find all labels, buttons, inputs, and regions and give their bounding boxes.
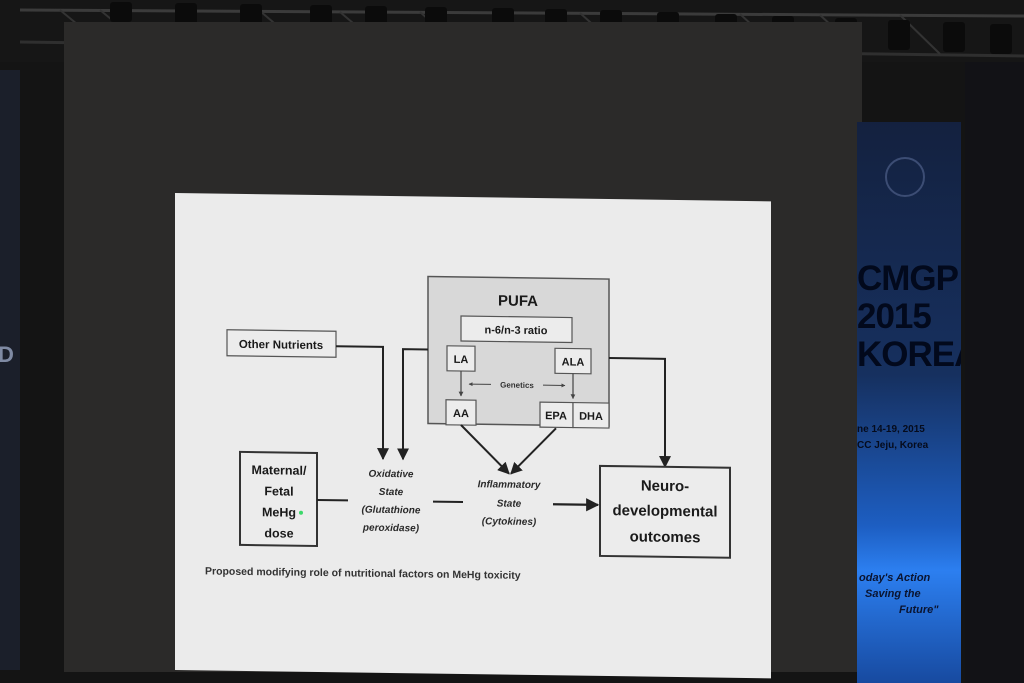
outcome-line-1: Neuro-	[641, 478, 689, 496]
genetics-label: Genetics	[500, 381, 534, 390]
exposure-line-3: MeHg	[262, 505, 296, 519]
nutrition-diagram: PUFA n-6/n-3 ratio LA ALA Genetics AA EP…	[205, 275, 731, 582]
left-banner-letter: D	[0, 342, 14, 367]
banner-title-line-2: 2015	[857, 297, 932, 336]
oxidative-line-1: Oxidative	[368, 469, 413, 481]
ratio-box	[460, 315, 573, 344]
banner-title: CMGP 2015 KOREA	[857, 260, 961, 374]
oxidative-line-3: (Glutathione	[362, 505, 421, 517]
banner-slogan-line-2: Saving the	[865, 588, 921, 600]
outcome-box	[599, 464, 731, 559]
dha-box	[572, 401, 610, 429]
banner-slogan-line-3: Future"	[899, 604, 939, 616]
conference-logo-icon	[885, 157, 925, 197]
nutrients-to-oxidative-arrow	[336, 345, 389, 461]
right-stage-edge	[965, 62, 1024, 683]
epa-to-inflammatory-arrow	[510, 427, 557, 475]
oxidative-line-4: peroxidase)	[362, 523, 420, 535]
conference-banner: CMGP 2015 KOREA ne 14-19, 2015 CC Jeju, …	[857, 122, 961, 683]
aa-box	[445, 399, 477, 426]
slide-caption: Proposed modifying role of nutritional f…	[205, 565, 521, 581]
inflammatory-to-outcome-arrow	[553, 498, 600, 512]
inflammatory-line-2: State	[497, 498, 522, 509]
aa-to-inflammatory-arrow	[460, 424, 510, 475]
other-nutrients-box	[226, 329, 337, 358]
banner-date-line-2: CC Jeju, Korea	[857, 440, 929, 451]
inflammatory-line-1: Inflammatory	[478, 479, 541, 491]
left-banner-edge: D	[0, 70, 20, 670]
outcome-line-2: developmental	[612, 502, 717, 520]
pufa-to-outcome-arrow	[609, 357, 671, 469]
banner-title-line-1: CMGP	[857, 259, 959, 298]
la-box	[446, 345, 476, 372]
banner-date-line-1: ne 14-19, 2015	[857, 424, 925, 435]
banner-dates: ne 14-19, 2015 CC Jeju, Korea	[857, 422, 928, 454]
dha-label: DHA	[579, 411, 603, 423]
other-nutrients-label: Other Nutrients	[239, 339, 323, 352]
exposure-line-1: Maternal/	[252, 463, 307, 478]
ratio-label: n-6/n-3 ratio	[485, 324, 548, 337]
oxidative-line-2: State	[379, 487, 404, 498]
banner-slogan-line-1: oday's Action	[859, 572, 931, 584]
pufa-to-oxidative-arrow	[397, 348, 428, 461]
laser-pointer-dot	[299, 510, 303, 515]
exposure-line-4: dose	[264, 526, 293, 540]
aa-label: AA	[453, 408, 469, 420]
banner-slogan: oday's Action Saving the Future"	[859, 570, 938, 618]
la-label: LA	[454, 354, 469, 366]
outcome-line-3: outcomes	[630, 528, 701, 546]
projected-slide: PUFA n-6/n-3 ratio LA ALA Genetics AA EP…	[175, 193, 771, 679]
ala-label: ALA	[562, 356, 585, 368]
epa-label: EPA	[545, 410, 567, 422]
banner-title-line-3: KOREA	[857, 335, 961, 374]
pufa-title: PUFA	[498, 293, 538, 311]
inflammatory-line-3: (Cytokines)	[482, 516, 537, 528]
exposure-line-2: Fetal	[264, 484, 293, 498]
